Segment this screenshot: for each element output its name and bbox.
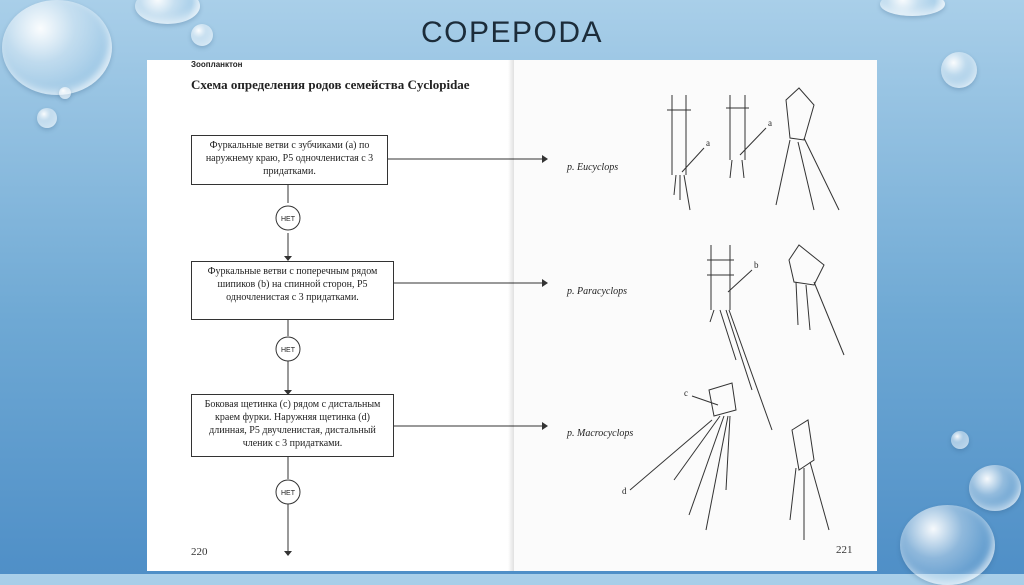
genus-eucyclops: p. Eucyclops: [567, 162, 619, 173]
water-bubble: [900, 505, 995, 585]
page-number: 221: [836, 544, 853, 556]
copepod-illustrations: a a b c d: [514, 87, 845, 540]
label-a: a: [706, 138, 710, 148]
scheme-title: Схема определения родов семейства Cyclop…: [191, 77, 470, 92]
water-bubble: [37, 108, 57, 128]
no-label: НЕТ: [281, 347, 296, 354]
eucyclops-furca-drawing: [667, 95, 705, 211]
paracyclops-leg-drawing: [788, 244, 845, 356]
paracyclops-furca-drawing: [707, 245, 773, 431]
slide-title: COPEPODA: [420, 16, 604, 49]
eucyclops-leg-drawing: [775, 87, 840, 211]
flowchart-connectors: НЕТ НЕТ НЕТ: [275, 158, 514, 556]
water-bubble: [59, 87, 71, 99]
book-page-right: a a b c d p. Eucyclops p. Paracyclops p.…: [514, 60, 877, 571]
page-number: 220: [191, 546, 208, 558]
eucyclops-furca-drawing-2: [726, 95, 767, 179]
water-bubble: [941, 52, 977, 88]
label-a: a: [768, 118, 772, 128]
book-page-left: Зоопланктон Схема определения родов семе…: [147, 60, 514, 571]
key-step-3: Боковая щетинка (c) рядом с дистальным к…: [191, 394, 394, 457]
water-bubble: [969, 465, 1021, 511]
label-d: d: [622, 486, 627, 496]
water-bubble: [880, 0, 945, 16]
key-step-2: Фуркальные ветви с поперечным рядом шипи…: [191, 261, 394, 320]
macrocyclops-leg-drawing: [789, 419, 830, 540]
running-head: Зоопланктон: [191, 60, 243, 69]
water-bubble: [2, 0, 112, 95]
no-label: НЕТ: [281, 216, 296, 223]
key-step-1: Фуркальные ветви с зубчиками (a) по нару…: [191, 135, 388, 185]
label-b: b: [754, 260, 759, 270]
label-c: c: [684, 388, 688, 398]
no-label: НЕТ: [281, 490, 296, 497]
genus-macrocyclops: p. Macrocyclops: [567, 428, 634, 439]
water-bubble: [951, 431, 969, 449]
water-bubble: [191, 24, 213, 46]
macrocyclops-furca-drawing: [629, 382, 737, 531]
genus-paracyclops: p. Paracyclops: [567, 286, 627, 297]
